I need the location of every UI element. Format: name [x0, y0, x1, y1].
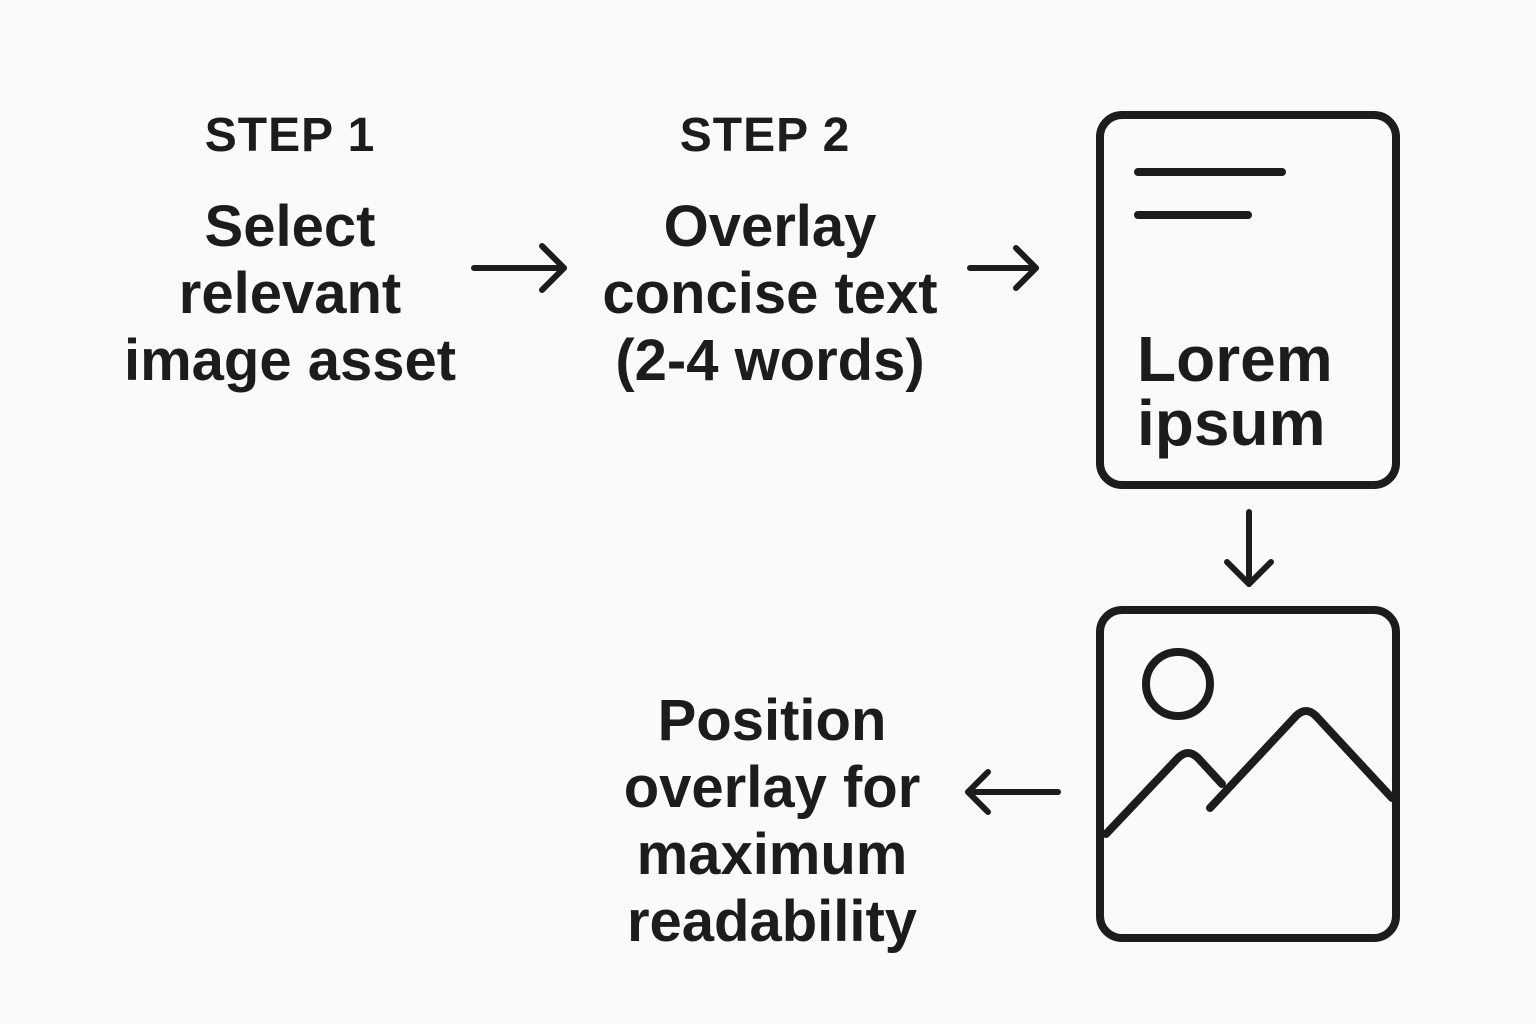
arrow-down-icon	[1224, 509, 1274, 587]
step-2-description-line: Overlay	[663, 194, 877, 259]
document-icon	[1096, 111, 1400, 489]
step-2-label: STEP 2	[679, 109, 851, 162]
final-step-description-line: readability	[626, 889, 918, 954]
arrow-right-icon	[471, 243, 567, 293]
step-1-description-line: image asset	[123, 328, 457, 393]
final-step-description: Position overlay for maximum readability	[572, 687, 972, 955]
step-2-description-line: (2-4 words)	[615, 328, 925, 393]
step-1-description-line: Select	[204, 194, 376, 259]
arrow-right-icon	[967, 245, 1039, 291]
document-text: Lorem ipsum	[1137, 327, 1333, 455]
final-step-description-line: overlay for	[623, 755, 921, 820]
step-1-description: Select relevant image asset	[90, 193, 490, 394]
final-step-description-line: Position	[657, 688, 887, 753]
step-2-description-line: concise text	[602, 261, 938, 326]
final-step-description-line: maximum	[636, 822, 908, 887]
document-text-line: ipsum	[1137, 387, 1326, 459]
step-2-description: Overlay concise text (2-4 words)	[570, 193, 970, 394]
document-text-line: Lorem	[1137, 323, 1333, 395]
step-1-label: STEP 1	[204, 109, 376, 162]
arrow-left-icon	[965, 769, 1061, 815]
image-icon	[1096, 606, 1400, 942]
step-1-description-line: relevant	[178, 261, 402, 326]
